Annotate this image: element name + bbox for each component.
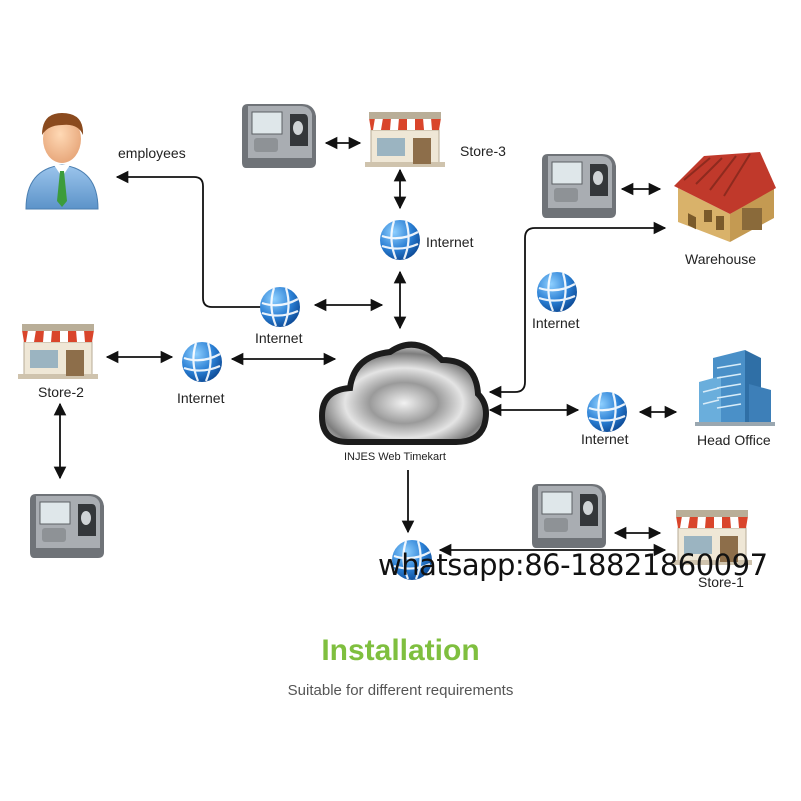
link-cloud-warehouse <box>488 221 667 399</box>
cloud-label: INJES Web Timekart <box>344 451 446 463</box>
whatsapp-watermark: whatsapp:86-18821860097 <box>378 548 768 582</box>
warehouse-label: Warehouse <box>685 251 757 267</box>
internet-globe-icon <box>537 272 577 312</box>
attendance-terminal-icon <box>242 104 316 168</box>
store-3-icon <box>365 112 445 167</box>
internet-left-upper-label: Internet <box>255 330 303 346</box>
internet-globe-icon <box>182 342 222 382</box>
store-2-label: Store-2 <box>38 384 84 400</box>
store-2-icon <box>18 324 98 379</box>
employees-label: employees <box>118 145 186 161</box>
internet-globe-icon <box>380 220 420 260</box>
store-1-icon <box>672 510 752 565</box>
warehouse-icon <box>674 152 776 242</box>
attendance-terminal-icon <box>30 494 104 558</box>
internet-globe-icon <box>392 540 432 580</box>
attendance-terminal-icon <box>532 484 606 548</box>
store-1-label: Store-1 <box>698 574 744 590</box>
internet-right-upper-label: Internet <box>532 315 580 331</box>
internet-right-label: Internet <box>581 431 629 447</box>
internet-left-label: Internet <box>177 390 225 406</box>
head-office-building-icon <box>695 350 775 426</box>
internet-top-label: Internet <box>426 234 474 250</box>
installation-subtitle: Suitable for different requirements <box>287 682 514 699</box>
head-office-label: Head Office <box>697 432 771 448</box>
installation-title: Installation <box>321 634 480 667</box>
employee-icon <box>25 113 99 210</box>
internet-globe-icon <box>260 287 300 327</box>
internet-globe-icon <box>587 392 627 432</box>
link-employees-internet <box>115 170 295 308</box>
attendance-terminal-icon <box>542 154 616 218</box>
cloud-server-icon <box>318 341 489 445</box>
store-3-label: Store-3 <box>460 143 506 159</box>
